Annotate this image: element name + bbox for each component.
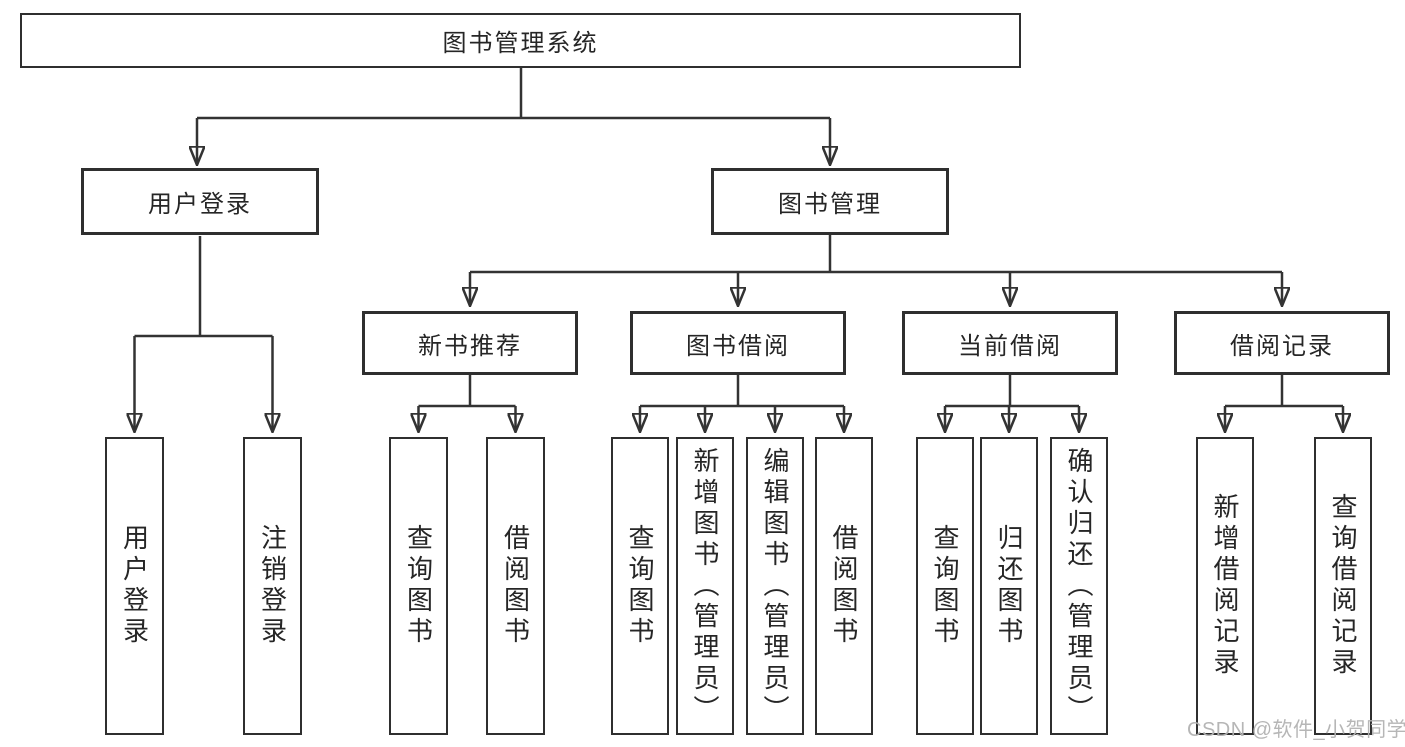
node-root-label: 图书管理系统 [442,30,599,57]
leaf-logout: 注销登录 [243,437,302,735]
leaf-label: 编辑图书（管理员） [760,446,790,726]
leaf-label: 注销登录 [257,524,288,648]
node-book-borrow: 图书借阅 [630,311,846,375]
leaf-label: 查询图书 [403,524,434,648]
node-book-management-label: 图书管理 [778,191,882,218]
node-user-login-label: 用户登录 [148,191,252,218]
node-borrow-record: 借阅记录 [1174,311,1390,375]
node-new-book-recommend-label: 新书推荐 [418,332,522,360]
leaf-add-borrow-record: 新增借阅记录 [1196,437,1254,735]
leaf-borrow-books: 借阅图书 [815,437,873,735]
leaf-label: 确认归还（管理员） [1064,446,1094,726]
node-book-borrow-label: 图书借阅 [686,332,790,360]
leaf-user-login: 用户登录 [105,437,164,735]
leaf-query-books-recommend: 查询图书 [389,437,448,735]
leaf-label: 查询图书 [625,524,655,648]
leaf-label: 新增图书（管理员） [690,446,720,726]
leaf-query-books-borrow: 查询图书 [611,437,669,735]
leaf-label: 查询借阅记录 [1328,493,1358,679]
node-user-login: 用户登录 [81,168,319,235]
leaf-label: 借阅图书 [500,524,531,648]
node-current-borrow-label: 当前借阅 [958,332,1062,360]
leaf-label: 新增借阅记录 [1210,493,1240,679]
leaf-borrow-books-recommend: 借阅图书 [486,437,545,735]
leaf-edit-books-admin: 编辑图书（管理员） [746,437,804,735]
leaf-label: 归还图书 [994,524,1024,648]
watermark: CSDN @软件_小贺同学 [1187,719,1405,741]
node-current-borrow: 当前借阅 [902,311,1118,375]
leaf-return-books: 归还图书 [980,437,1038,735]
leaf-label: 查询图书 [930,524,960,648]
leaf-label: 借阅图书 [829,524,859,648]
node-new-book-recommend: 新书推荐 [362,311,578,375]
node-borrow-record-label: 借阅记录 [1230,332,1334,360]
leaf-add-books-admin: 新增图书（管理员） [676,437,734,735]
node-book-management: 图书管理 [711,168,949,235]
leaf-query-borrow-record: 查询借阅记录 [1314,437,1372,735]
leaf-label: 用户登录 [119,524,150,648]
leaf-query-books-current: 查询图书 [916,437,974,735]
node-root: 图书管理系统 [20,13,1021,68]
leaf-confirm-return-admin: 确认归还（管理员） [1050,437,1108,735]
